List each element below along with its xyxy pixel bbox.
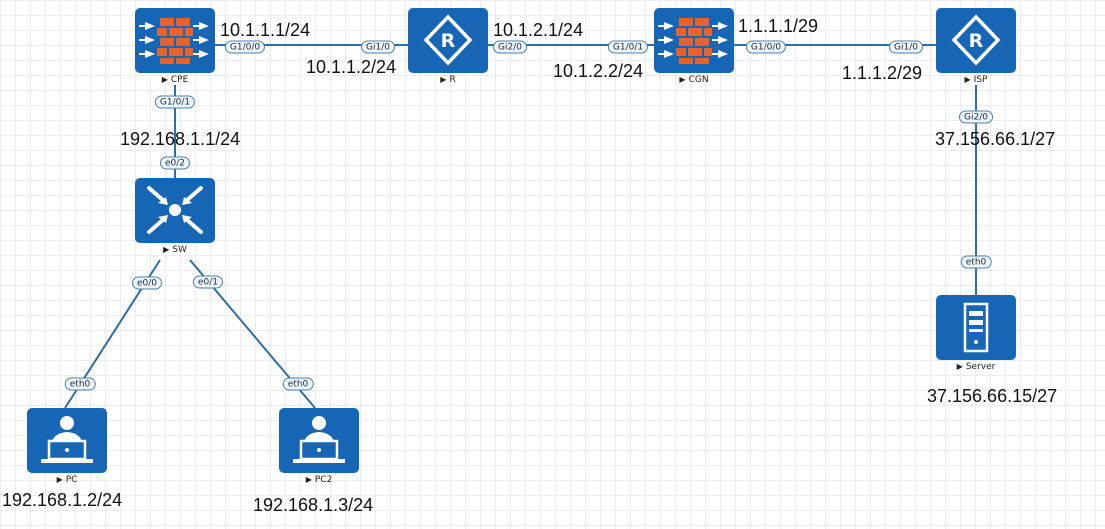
port-isp-gi10[interactable]: Gi1/0 <box>889 40 923 54</box>
ip-pc: 192.168.1.2/24 <box>2 490 123 510</box>
port-server-eth0[interactable]: eth0 <box>960 255 992 269</box>
isp-node[interactable]: R ▶ISP <box>936 8 1016 85</box>
port-r-gi10[interactable]: Gi1/0 <box>361 40 395 54</box>
cgn-label: ▶CGN <box>679 75 709 85</box>
pc-user-icon <box>293 416 345 463</box>
firewall-icon <box>139 18 209 64</box>
ip-isp-left: 1.1.1.2/29 <box>842 63 923 83</box>
port-pc2-eth0[interactable]: eth0 <box>282 377 314 391</box>
ip-r-right: 10.1.2.1/24 <box>493 20 584 40</box>
pc2-node[interactable]: ▶PC2 <box>279 408 359 485</box>
ip-cpe-wan: 10.1.1.1/24 <box>220 20 311 40</box>
server-label: ▶Server <box>956 362 996 372</box>
cpe-label: ▶CPE <box>161 75 189 85</box>
r-node[interactable]: R ▶R <box>408 8 488 85</box>
switch-icon <box>147 186 203 234</box>
cpe-node[interactable]: ▶CPE <box>135 8 215 85</box>
ip-cpe-lan: 192.168.1.1/24 <box>120 129 241 149</box>
ip-isp-server-side: 37.156.66.1/27 <box>935 129 1056 149</box>
firewall-icon <box>658 18 728 64</box>
port-r-gi20[interactable]: Gi2/0 <box>493 40 527 54</box>
port-isp-gi20[interactable]: Gi2/0 <box>959 110 993 124</box>
svg-text:R: R <box>969 30 984 52</box>
pc-node[interactable]: ▶PC <box>27 408 107 485</box>
isp-label: ▶ISP <box>964 75 988 85</box>
cgn-node[interactable]: ▶CGN <box>654 8 734 85</box>
port-sw-e00[interactable]: e0/0 <box>131 276 163 290</box>
pc-label: ▶PC <box>56 475 78 485</box>
ip-r-left: 10.1.1.2/24 <box>306 57 397 77</box>
port-cgn-g100[interactable]: G1/0/0 <box>745 40 787 54</box>
server-node[interactable]: ▶Server <box>936 295 1016 372</box>
pc2-label: ▶PC2 <box>305 475 333 485</box>
sw-label: ▶SW <box>163 245 187 255</box>
ip-server: 37.156.66.15/27 <box>927 386 1058 406</box>
router-icon: R <box>423 14 473 66</box>
sw-node[interactable]: ▶SW <box>135 178 215 255</box>
server-icon <box>963 302 989 353</box>
ip-cgn-right: 1.1.1.1/29 <box>738 16 819 36</box>
port-sw-e02[interactable]: e0/2 <box>159 156 191 170</box>
port-cgn-g101[interactable]: G1/0/1 <box>607 40 649 54</box>
port-cpe-g100[interactable]: G1/0/0 <box>224 40 266 54</box>
pc-user-icon <box>41 416 93 463</box>
router-icon: R <box>951 14 1001 66</box>
svg-text:R: R <box>441 30 456 52</box>
ip-pc2: 192.168.1.3/24 <box>253 495 374 515</box>
r-label: ▶R <box>440 75 456 85</box>
port-cpe-g101[interactable]: G1/0/1 <box>154 95 196 109</box>
port-pc-eth0[interactable]: eth0 <box>64 377 96 391</box>
port-sw-e01[interactable]: e0/1 <box>192 275 224 289</box>
ip-cgn-left: 10.1.2.2/24 <box>553 61 644 81</box>
